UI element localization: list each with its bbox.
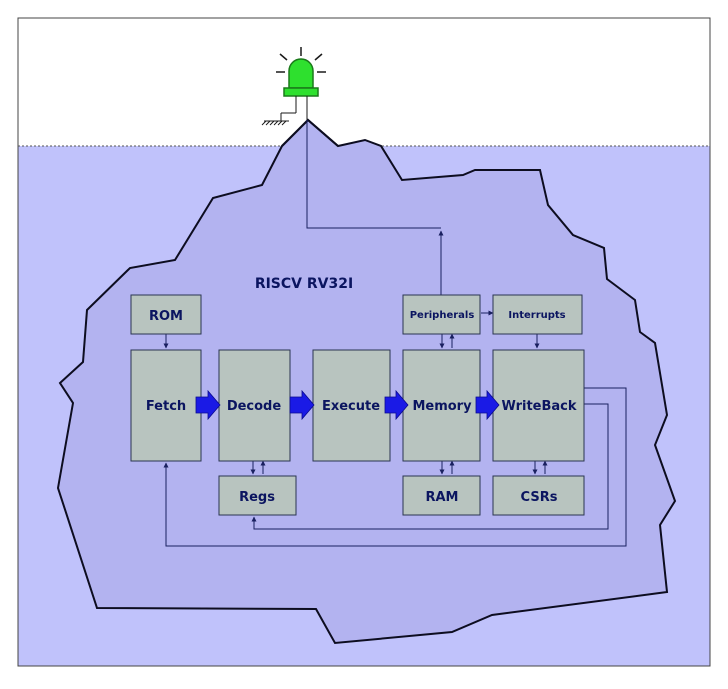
- led-icon: [276, 47, 326, 120]
- ground-icon: [261, 112, 296, 126]
- execute-label: Execute: [322, 399, 380, 414]
- writeback-to-fetch-wire: [163, 387, 627, 547]
- ram-label: RAM: [425, 490, 458, 505]
- decode-to-execute-arrow: [289, 389, 315, 421]
- writeback-to-regs-wire: [251, 403, 609, 530]
- iceberg-tip-outline: [281, 118, 339, 147]
- ram-block: RAM: [402, 475, 481, 516]
- memory-to-writeback-arrow: [475, 389, 500, 421]
- decode-block: Decode: [218, 349, 291, 462]
- writeback-label: WriteBack: [501, 399, 576, 414]
- diagram-title: RISCV RV32I: [255, 276, 353, 292]
- peripherals-block: Peripherals: [402, 294, 481, 335]
- regs-label: Regs: [239, 490, 275, 505]
- memory-label: Memory: [412, 399, 472, 414]
- memory-block: Memory: [402, 349, 481, 462]
- fetch-to-decode-arrow: [195, 389, 221, 421]
- decode-label: Decode: [227, 399, 282, 414]
- rom-label: ROM: [149, 309, 183, 324]
- fetch-label: Fetch: [146, 399, 186, 414]
- csrs-block: CSRs: [492, 475, 585, 516]
- csrs-label: CSRs: [521, 490, 558, 505]
- rom-block: ROM: [130, 294, 202, 335]
- regs-block: Regs: [218, 475, 297, 516]
- interrupts-block: Interrupts: [492, 294, 583, 335]
- execute-to-memory-arrow: [384, 389, 409, 421]
- peripherals-label: Peripherals: [410, 310, 475, 321]
- led-wire: [306, 120, 441, 229]
- interrupts-label: Interrupts: [508, 310, 565, 321]
- fetch-block: Fetch: [130, 349, 202, 462]
- writeback-block: WriteBack: [492, 349, 585, 462]
- execute-block: Execute: [312, 349, 391, 462]
